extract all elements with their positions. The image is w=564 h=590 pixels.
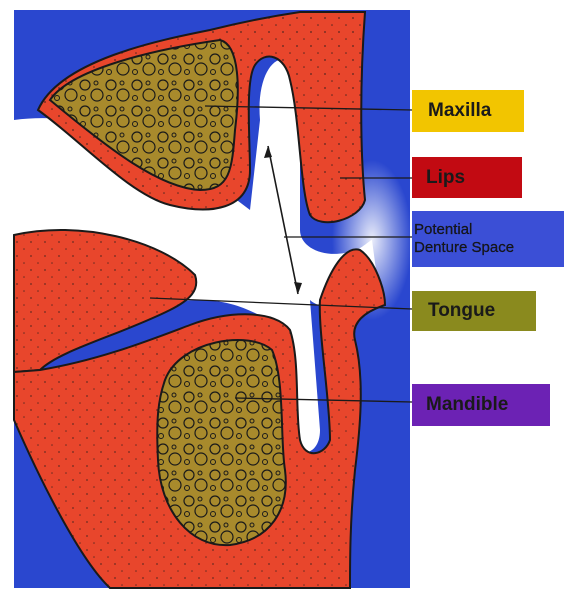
denture-space-label: Potential Denture Space xyxy=(412,211,564,267)
mandible-bone xyxy=(157,340,285,545)
mandible-label-text: Mandible xyxy=(426,394,508,416)
lips-label: Lips xyxy=(412,157,522,198)
denture-label-line2: Denture Space xyxy=(414,239,514,257)
lips-label-text: Lips xyxy=(426,167,465,189)
denture-label-line1: Potential xyxy=(414,221,514,239)
tongue-label-text: Tongue xyxy=(428,300,495,322)
tongue-label: Tongue xyxy=(412,291,536,331)
mandible-label: Mandible xyxy=(412,384,550,426)
maxilla-label: Maxilla xyxy=(412,90,524,132)
maxilla-label-text: Maxilla xyxy=(428,100,491,122)
